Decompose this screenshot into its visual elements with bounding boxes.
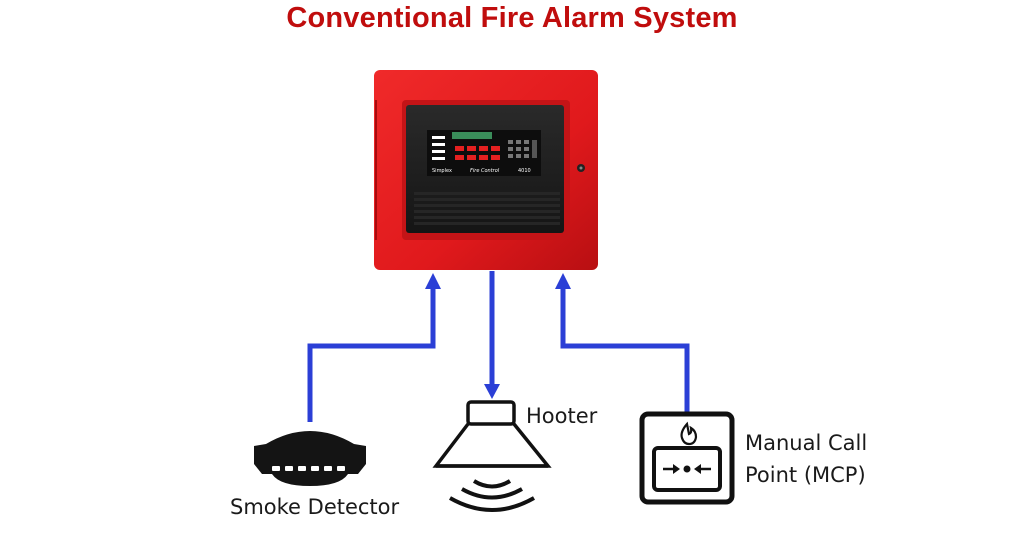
flame-icon bbox=[680, 421, 698, 446]
manual-call-point-icon bbox=[639, 411, 735, 505]
hooter-label: Hooter bbox=[526, 404, 598, 428]
mcp-label-line1: Manual Call bbox=[745, 431, 868, 455]
panel-caption-text: Fire Control bbox=[470, 168, 500, 174]
smoke-detector-label: Smoke Detector bbox=[230, 495, 400, 519]
fire-alarm-control-panel: Simplex Fire Control 4010 bbox=[374, 70, 598, 270]
hooter-icon bbox=[432, 400, 552, 512]
arrowhead-to-panel-left bbox=[425, 273, 441, 289]
panel-lcd-display bbox=[452, 132, 492, 139]
mcp-label-line2: Point (MCP) bbox=[745, 463, 866, 487]
connector-smoke-detector bbox=[307, 287, 436, 422]
panel-brand-text: Simplex bbox=[432, 168, 452, 174]
diagram-title: Conventional Fire Alarm System bbox=[286, 2, 738, 34]
connector-manual-call-point bbox=[560, 287, 690, 412]
smoke-detector-icon bbox=[254, 431, 366, 486]
arrowhead-to-hooter bbox=[484, 384, 500, 399]
panel-model-text: 4010 bbox=[518, 168, 531, 174]
arrowhead-to-panel-right bbox=[555, 273, 571, 289]
